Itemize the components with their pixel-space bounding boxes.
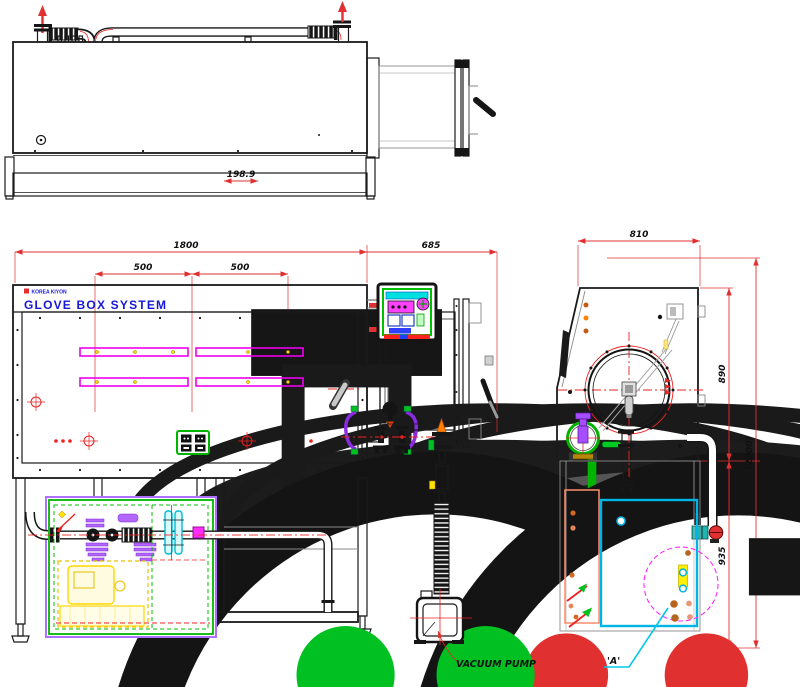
exhaust-pipe-front: [28, 530, 335, 612]
flow-arrow-up-right: [338, 1, 347, 12]
title-block: KOREA KIYON GLOVE BOX SYSTEM: [24, 288, 167, 312]
pump-cabinet: [25, 496, 217, 638]
dim-text-810: 810: [630, 230, 649, 240]
flow-arrow-up-left: [38, 5, 47, 16]
front-view: 1800 685 500 500 KOREA KIYON GLOVE BOX S…: [11, 241, 800, 687]
detail-a-circle: [643, 546, 719, 622]
side-stand: 'A': [559, 460, 800, 687]
magenta-valve: [192, 526, 205, 539]
dim-text-500-right: 500: [231, 263, 250, 273]
ground-clips: [566, 583, 592, 628]
flex-hose: [433, 501, 450, 595]
dim-text-890: 890: [718, 365, 728, 384]
bellows-right: [307, 25, 335, 39]
top-view-body: [12, 35, 368, 156]
dim-top-port-pitch: 198.9: [224, 170, 258, 184]
chamber-door-circle: [558, 303, 706, 477]
window-hinge-strip: [559, 330, 570, 378]
dim-text-500-left: 500: [134, 263, 153, 273]
vacuum-pump-label: VACUUM PUMP: [456, 659, 536, 670]
drain-valve: [601, 430, 635, 493]
vacuum-pump-internal: [57, 560, 149, 628]
gas-manifold: [328, 379, 434, 455]
top-view-piping: [34, 1, 351, 43]
top-view-glove-strip: 198.9: [4, 156, 800, 647]
leader-detail-a: [604, 607, 669, 668]
purple-fittings: [85, 513, 157, 562]
dim-text-2000: (2000): [745, 436, 755, 469]
vacuum-gauge: [382, 401, 398, 417]
side-view: 810 890 935 (2000): [556, 230, 800, 687]
vacuum-pump-body: [414, 590, 465, 644]
screen-header: [385, 291, 429, 300]
window-glass: [21, 311, 359, 464]
brand-text: KOREA KIYON: [32, 290, 67, 296]
lever-handle: [331, 382, 348, 407]
dim-text-1800: 1800: [173, 241, 198, 251]
door-handle-rod: [598, 346, 673, 432]
brand-logo-mark: [24, 288, 29, 294]
dim-text-935: 935: [718, 547, 728, 566]
panel-fastener-dots: [568, 510, 579, 620]
vacuum-pump-assembly: VACUUM PUMP: [410, 417, 536, 670]
door-seal-marks: [665, 378, 671, 395]
top-view: 198.9: [4, 1, 800, 647]
dim-text-198-9: 198.9: [227, 170, 255, 180]
control-display-panel: [367, 282, 438, 342]
antechamber-top-view: [366, 57, 496, 159]
shelf-rails: [79, 347, 304, 387]
red-reference-marks: [27, 393, 256, 450]
rear-panel: [599, 498, 699, 628]
electrical-feedthrough-plate: [176, 430, 210, 455]
manifold-valve-2: [394, 426, 410, 454]
door-latch-arm: [661, 303, 684, 355]
detail-a-label: 'A': [607, 656, 620, 667]
dim-text-685: 685: [422, 241, 441, 251]
front-box: KOREA KIYON GLOVE BOX SYSTEM: [12, 284, 800, 687]
leveling-foot-left: [11, 623, 30, 643]
side-view-dimensions: 810 890 935 (2000): [577, 230, 760, 649]
chamber-door-handle-top: [473, 97, 496, 117]
leader-vacuum-pump: [437, 630, 460, 664]
bolt-dots: [16, 316, 364, 472]
side-panel-bracket: [564, 489, 600, 624]
sight-glass-valve: [566, 412, 600, 461]
port-plug: [35, 134, 47, 146]
drawing-title: GLOVE BOX SYSTEM: [24, 298, 167, 312]
